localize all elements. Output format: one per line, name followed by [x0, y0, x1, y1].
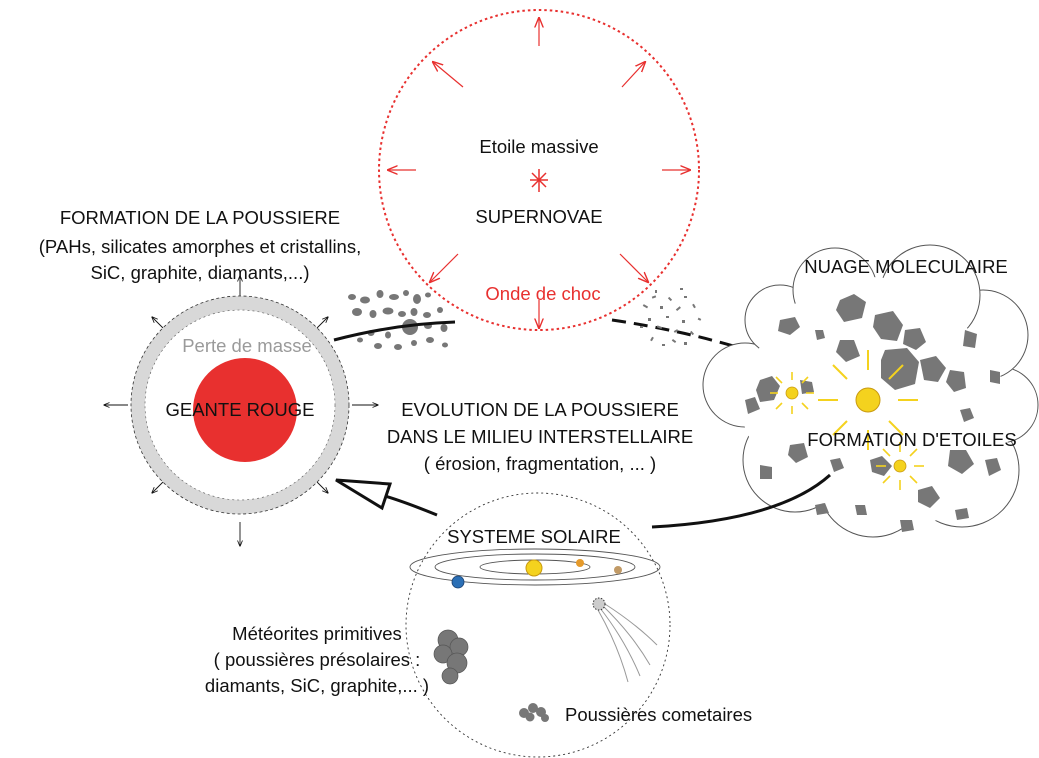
shock-arrows — [388, 18, 690, 328]
cometary-dust-label: Poussières cometaires — [565, 704, 752, 725]
solar-system-group: SYSTEME SOLAIRE Météorites primitives ( … — [205, 473, 832, 758]
flow-giant-to-cloud-solid — [333, 320, 456, 342]
meteorites-line2: ( poussières présolaires : — [214, 649, 421, 670]
red-giant-group: Perte de masse GEANTE ROUGE — [104, 276, 378, 546]
molecular-cloud-group: NUAGE MOLECULAIRE FORMATION D'ETOILES — [702, 244, 1039, 538]
flow-giant-to-cloud-dashed — [611, 318, 741, 350]
dust-formation-title: FORMATION DE LA POUSSIERE — [60, 207, 340, 228]
mass-loss-label: Perte de masse — [182, 335, 312, 356]
comet-icon — [592, 597, 658, 683]
fragmented-dust-particles — [640, 288, 702, 346]
envelope-outer-edge — [130, 295, 350, 515]
red-giant-star — [193, 358, 297, 462]
planet-brown-icon — [614, 566, 622, 574]
star-formation-label: FORMATION D'ETOILES — [807, 429, 1016, 450]
dust-evolution-line1: EVOLUTION DE LA POUSSIERE — [401, 399, 679, 420]
molecular-cloud-title: NUAGE MOLECULAIRE — [804, 256, 1008, 277]
dust-evolution-line2: DANS LE MILIEU INTERSTELLAIRE — [387, 426, 693, 447]
mass-loss-envelope — [131, 296, 349, 514]
arrowhead-into-giant — [335, 478, 393, 511]
dust-evolution-line3: ( érosion, fragmentation, ... ) — [424, 453, 656, 474]
dust-formation-line2: (PAHs, silicates amorphes et cristallins… — [39, 236, 361, 257]
dust-formation-line3: SiC, graphite, diamants,...) — [90, 262, 309, 283]
shock-wave-label: Onde de choc — [485, 283, 600, 304]
red-giant-title: GEANTE ROUGE — [165, 399, 314, 420]
cometary-dust-icon — [519, 703, 549, 722]
meteorites-line3: diamants, SiC, graphite,... ) — [205, 675, 429, 696]
shock-wave-circle — [378, 9, 700, 331]
sun-icon-bottom — [876, 442, 924, 490]
flow-cloud-to-solar-system — [651, 473, 832, 529]
planet-orange-icon — [576, 559, 584, 567]
sun-icon — [525, 559, 543, 577]
envelope-inner-edge — [144, 309, 336, 501]
sun-icon-left — [770, 372, 814, 414]
supernova-group: Etoile massive SUPERNOVAE Onde de choc — [378, 9, 700, 331]
meteorite-icon — [433, 629, 469, 685]
meteorites-line1: Météorites primitives — [232, 623, 402, 644]
sun-icon-large — [818, 350, 918, 450]
supernova-title: SUPERNOVAE — [475, 206, 602, 227]
dust-ejecta-particles — [348, 290, 448, 350]
cloud-shape — [702, 244, 1039, 538]
massive-star-label: Etoile massive — [479, 136, 598, 157]
solar-system-title: SYSTEME SOLAIRE — [447, 526, 621, 547]
massive-star-icon — [530, 169, 548, 192]
earth-icon — [451, 575, 465, 589]
solar-system-circle — [405, 492, 671, 758]
